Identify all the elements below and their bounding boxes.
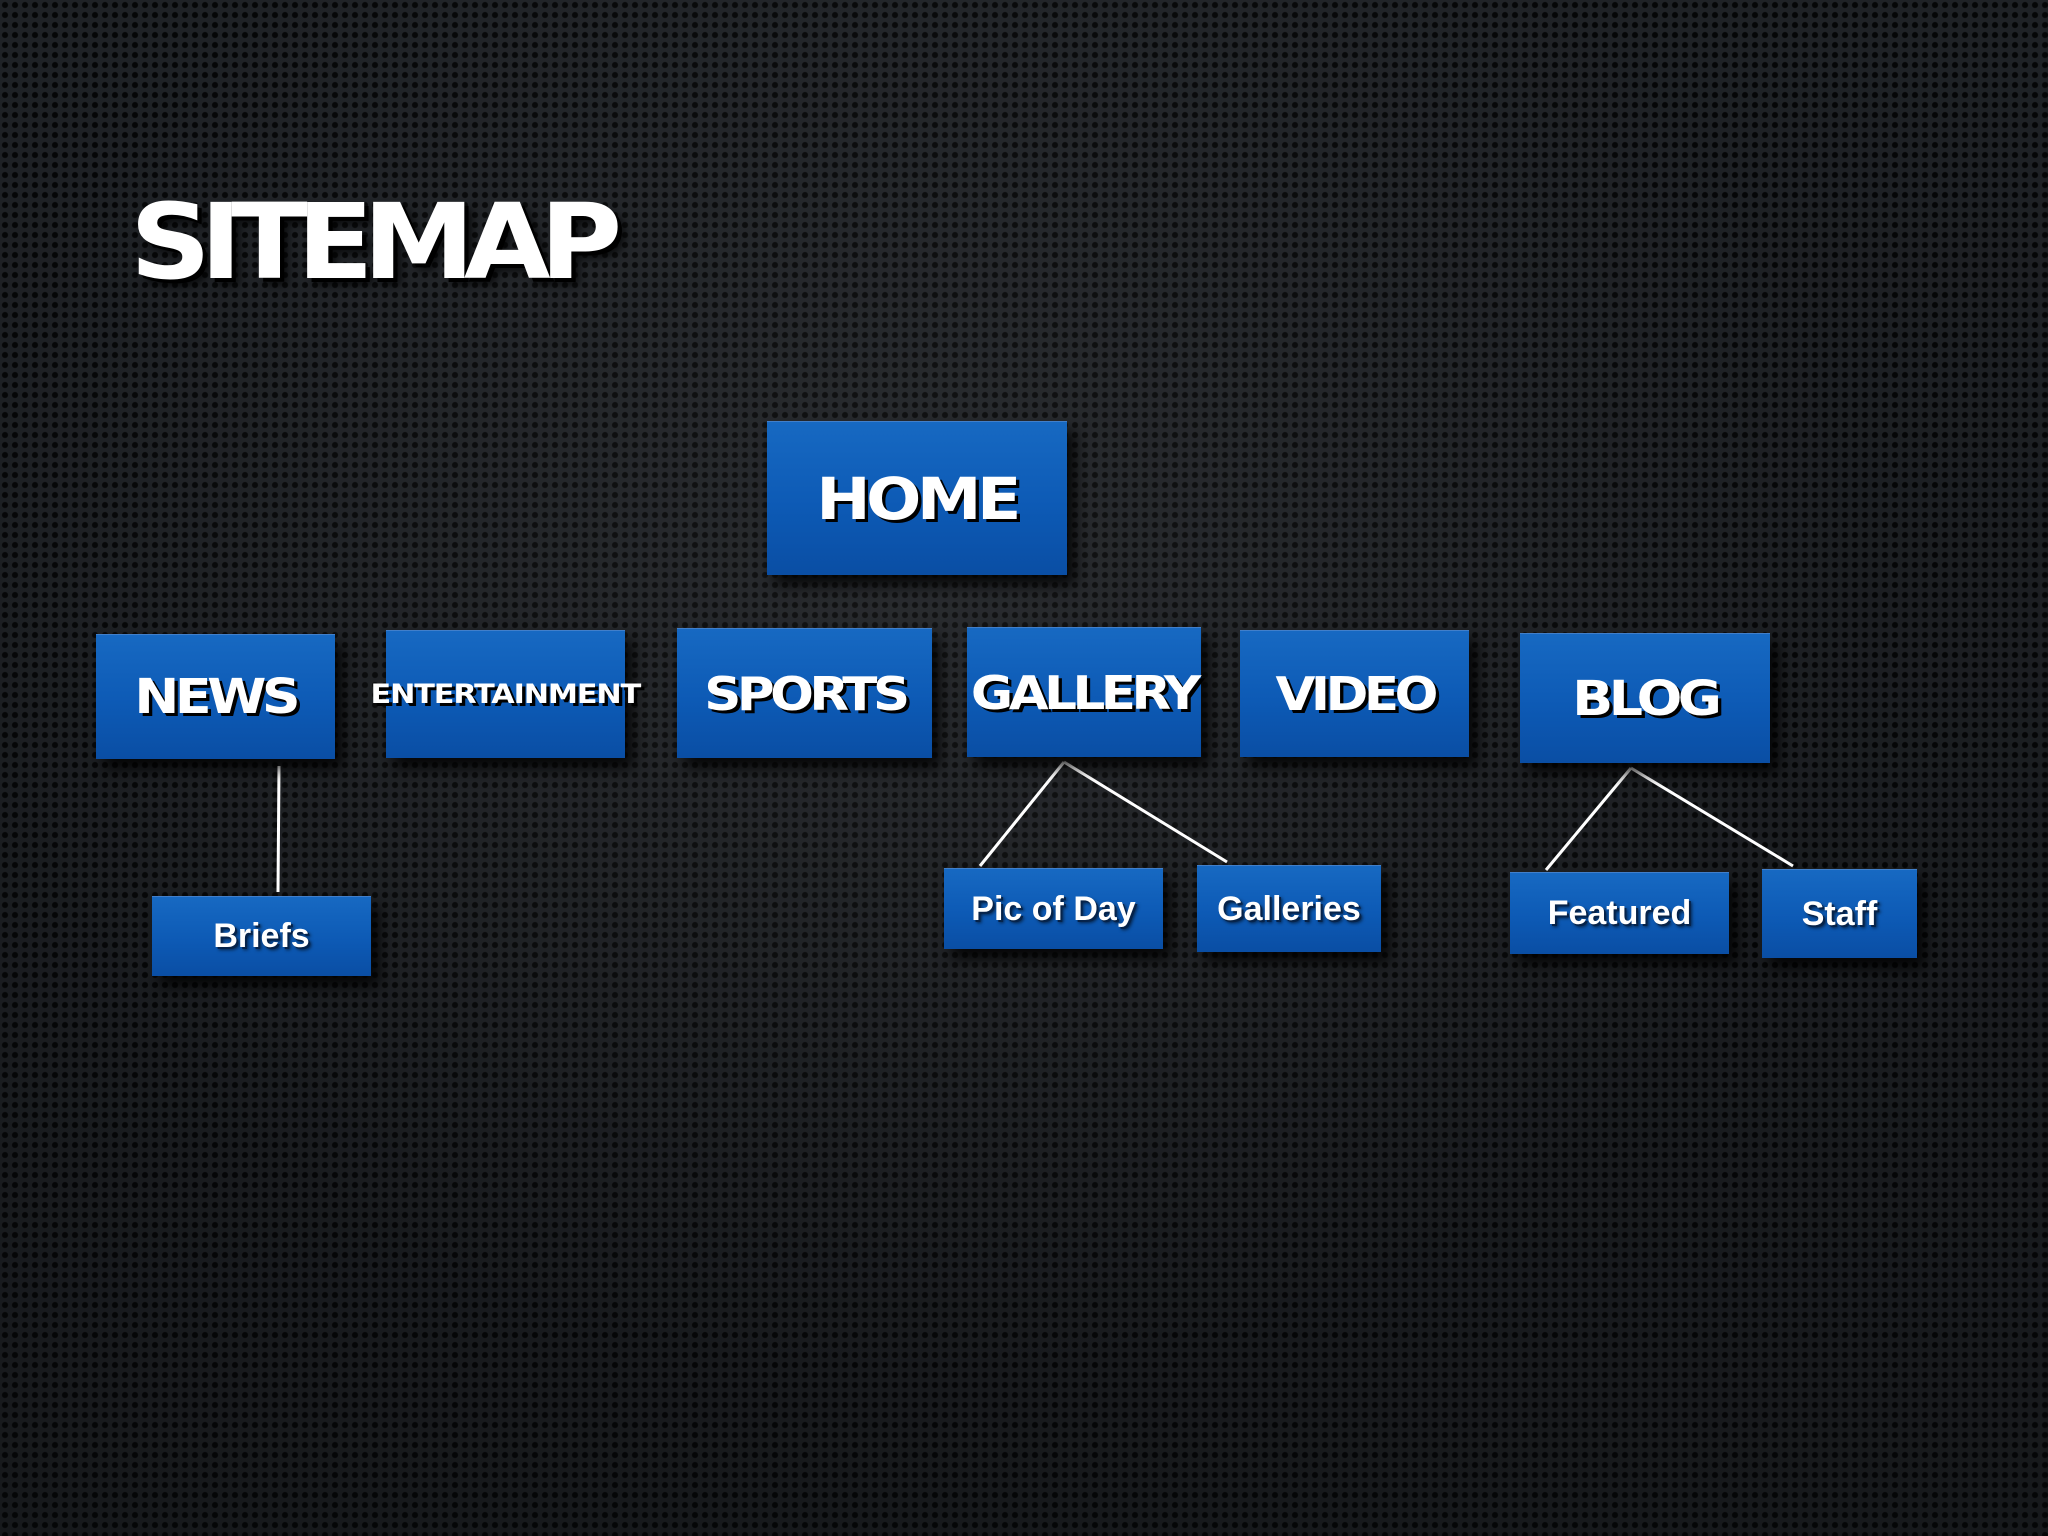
connector-gallery-galleries <box>1063 760 1228 864</box>
news-label: NEWS <box>134 669 301 725</box>
connector-news-briefs <box>276 765 281 893</box>
home-node[interactable]: HOME <box>767 421 1067 575</box>
gallery-node[interactable]: GALLERY <box>967 627 1201 757</box>
sports-node[interactable]: SPORTS <box>677 628 932 758</box>
entertainment-label: ENTERTAINMENT <box>370 679 642 710</box>
featured-label: Featured <box>1547 894 1692 932</box>
blog-node[interactable]: BLOG <box>1520 633 1770 763</box>
connector-blog-featured <box>1544 767 1633 871</box>
gallery-label: GALLERY <box>971 665 1201 720</box>
home-label: HOME <box>816 464 1022 533</box>
briefs-label: Briefs <box>213 917 310 955</box>
video-node[interactable]: VIDEO <box>1240 630 1469 757</box>
pic-of-day-label: Pic of Day <box>971 889 1136 928</box>
featured-node[interactable]: Featured <box>1510 872 1729 954</box>
connector-blog-staff <box>1630 766 1794 868</box>
page-title: SITEMAP <box>130 181 622 303</box>
pic-of-day-node[interactable]: Pic of Day <box>944 868 1163 949</box>
news-node[interactable]: NEWS <box>96 634 335 759</box>
connector-gallery-pic-of-day <box>978 761 1066 867</box>
video-label: VIDEO <box>1275 667 1438 721</box>
staff-node[interactable]: Staff <box>1762 869 1917 958</box>
sports-label: SPORTS <box>703 666 910 721</box>
staff-label: Staff <box>1801 894 1878 933</box>
galleries-node[interactable]: Galleries <box>1197 865 1381 952</box>
galleries-label: Galleries <box>1217 889 1361 928</box>
blog-label: BLOG <box>1572 670 1722 727</box>
briefs-node[interactable]: Briefs <box>152 896 371 976</box>
entertainment-node[interactable]: ENTERTAINMENT <box>371 630 641 758</box>
